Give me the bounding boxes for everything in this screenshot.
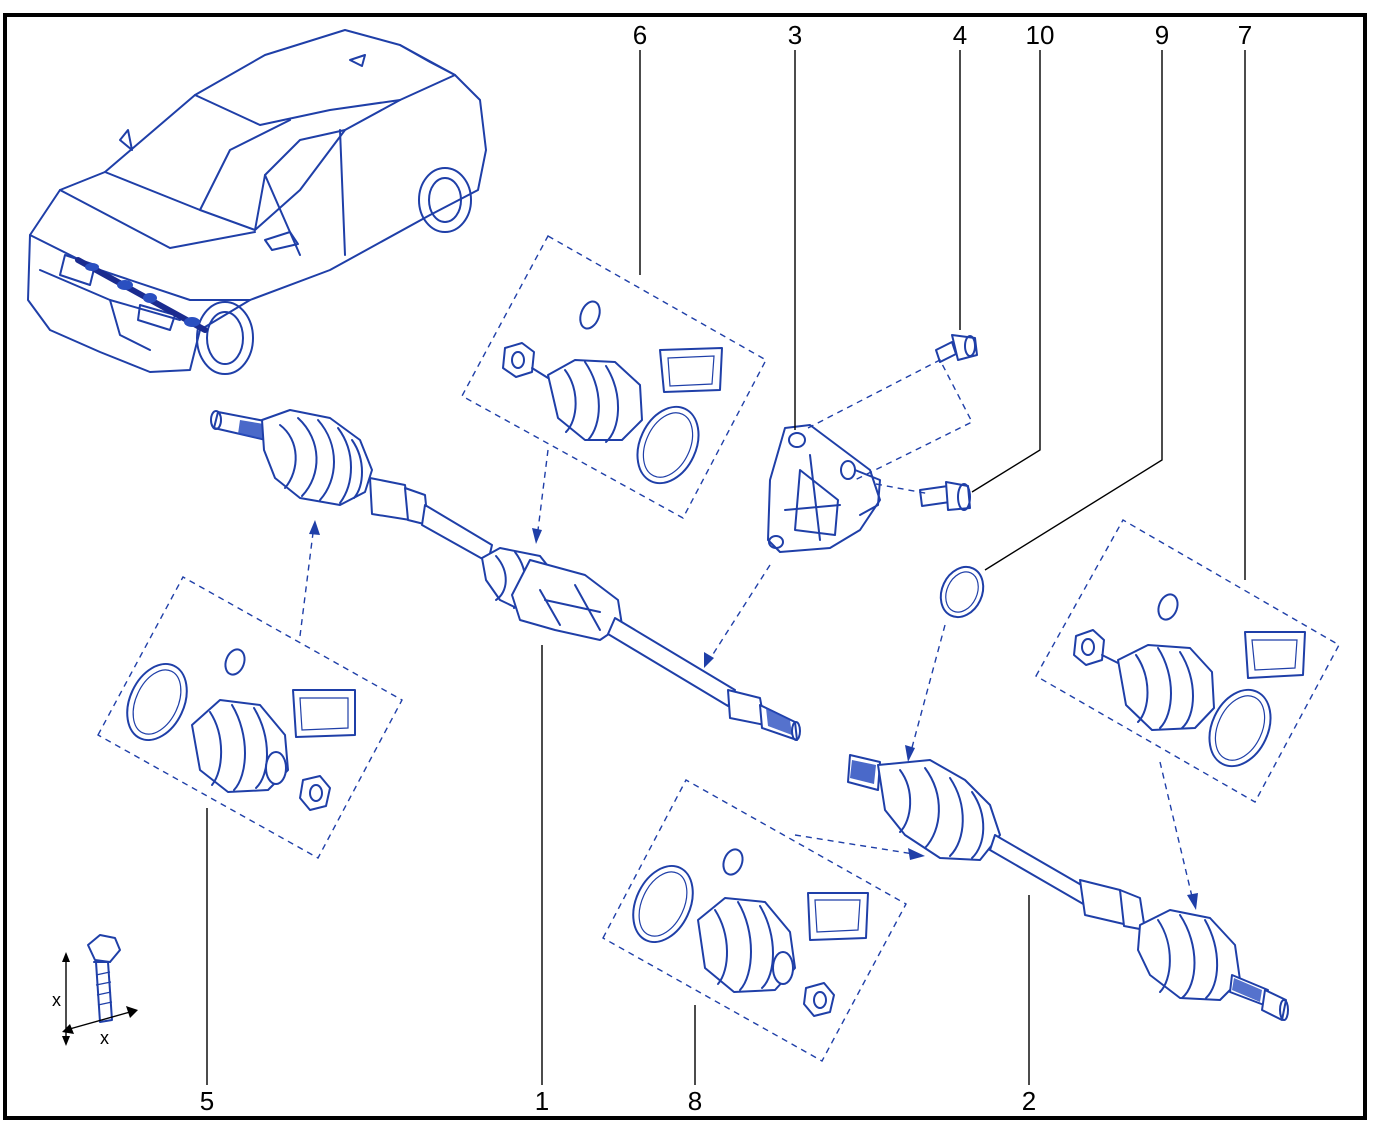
bolt-10 [919,481,971,511]
vehicle-illustration [27,29,487,375]
leader-lines [206,50,1246,1085]
callout-labels: 6 3 4 10 9 7 5 1 8 2 [200,20,1252,1116]
bolt-4 [935,334,978,363]
assembly-arrows [299,449,1198,910]
boot-kit-6 [461,235,767,519]
left-driveshaft-assembly [210,409,801,741]
diagram-frame [3,13,1367,1120]
bolt-dimension-legend: x x [52,934,138,1048]
callout-5: 5 [200,1086,214,1116]
callout-1: 1 [535,1086,549,1116]
callout-7: 7 [1238,20,1252,50]
circlip-9 [939,565,985,619]
bracket-guide-line [875,483,931,495]
boot-kit-8 [602,779,907,1062]
callout-8: 8 [688,1086,702,1116]
callout-9: 9 [1155,20,1169,50]
boot-kit-5 [97,576,403,859]
dimension-x-horizontal: x [100,1028,109,1048]
dimension-x-vertical: x [52,990,61,1010]
bearing-bracket [767,424,881,553]
callout-6: 6 [633,20,647,50]
right-driveshaft-assembly [847,754,1289,1021]
callout-3: 3 [788,20,802,50]
callout-2: 2 [1022,1086,1036,1116]
callout-10: 10 [1026,20,1055,50]
callout-4: 4 [953,20,967,50]
boot-kit-7 [1035,519,1340,803]
